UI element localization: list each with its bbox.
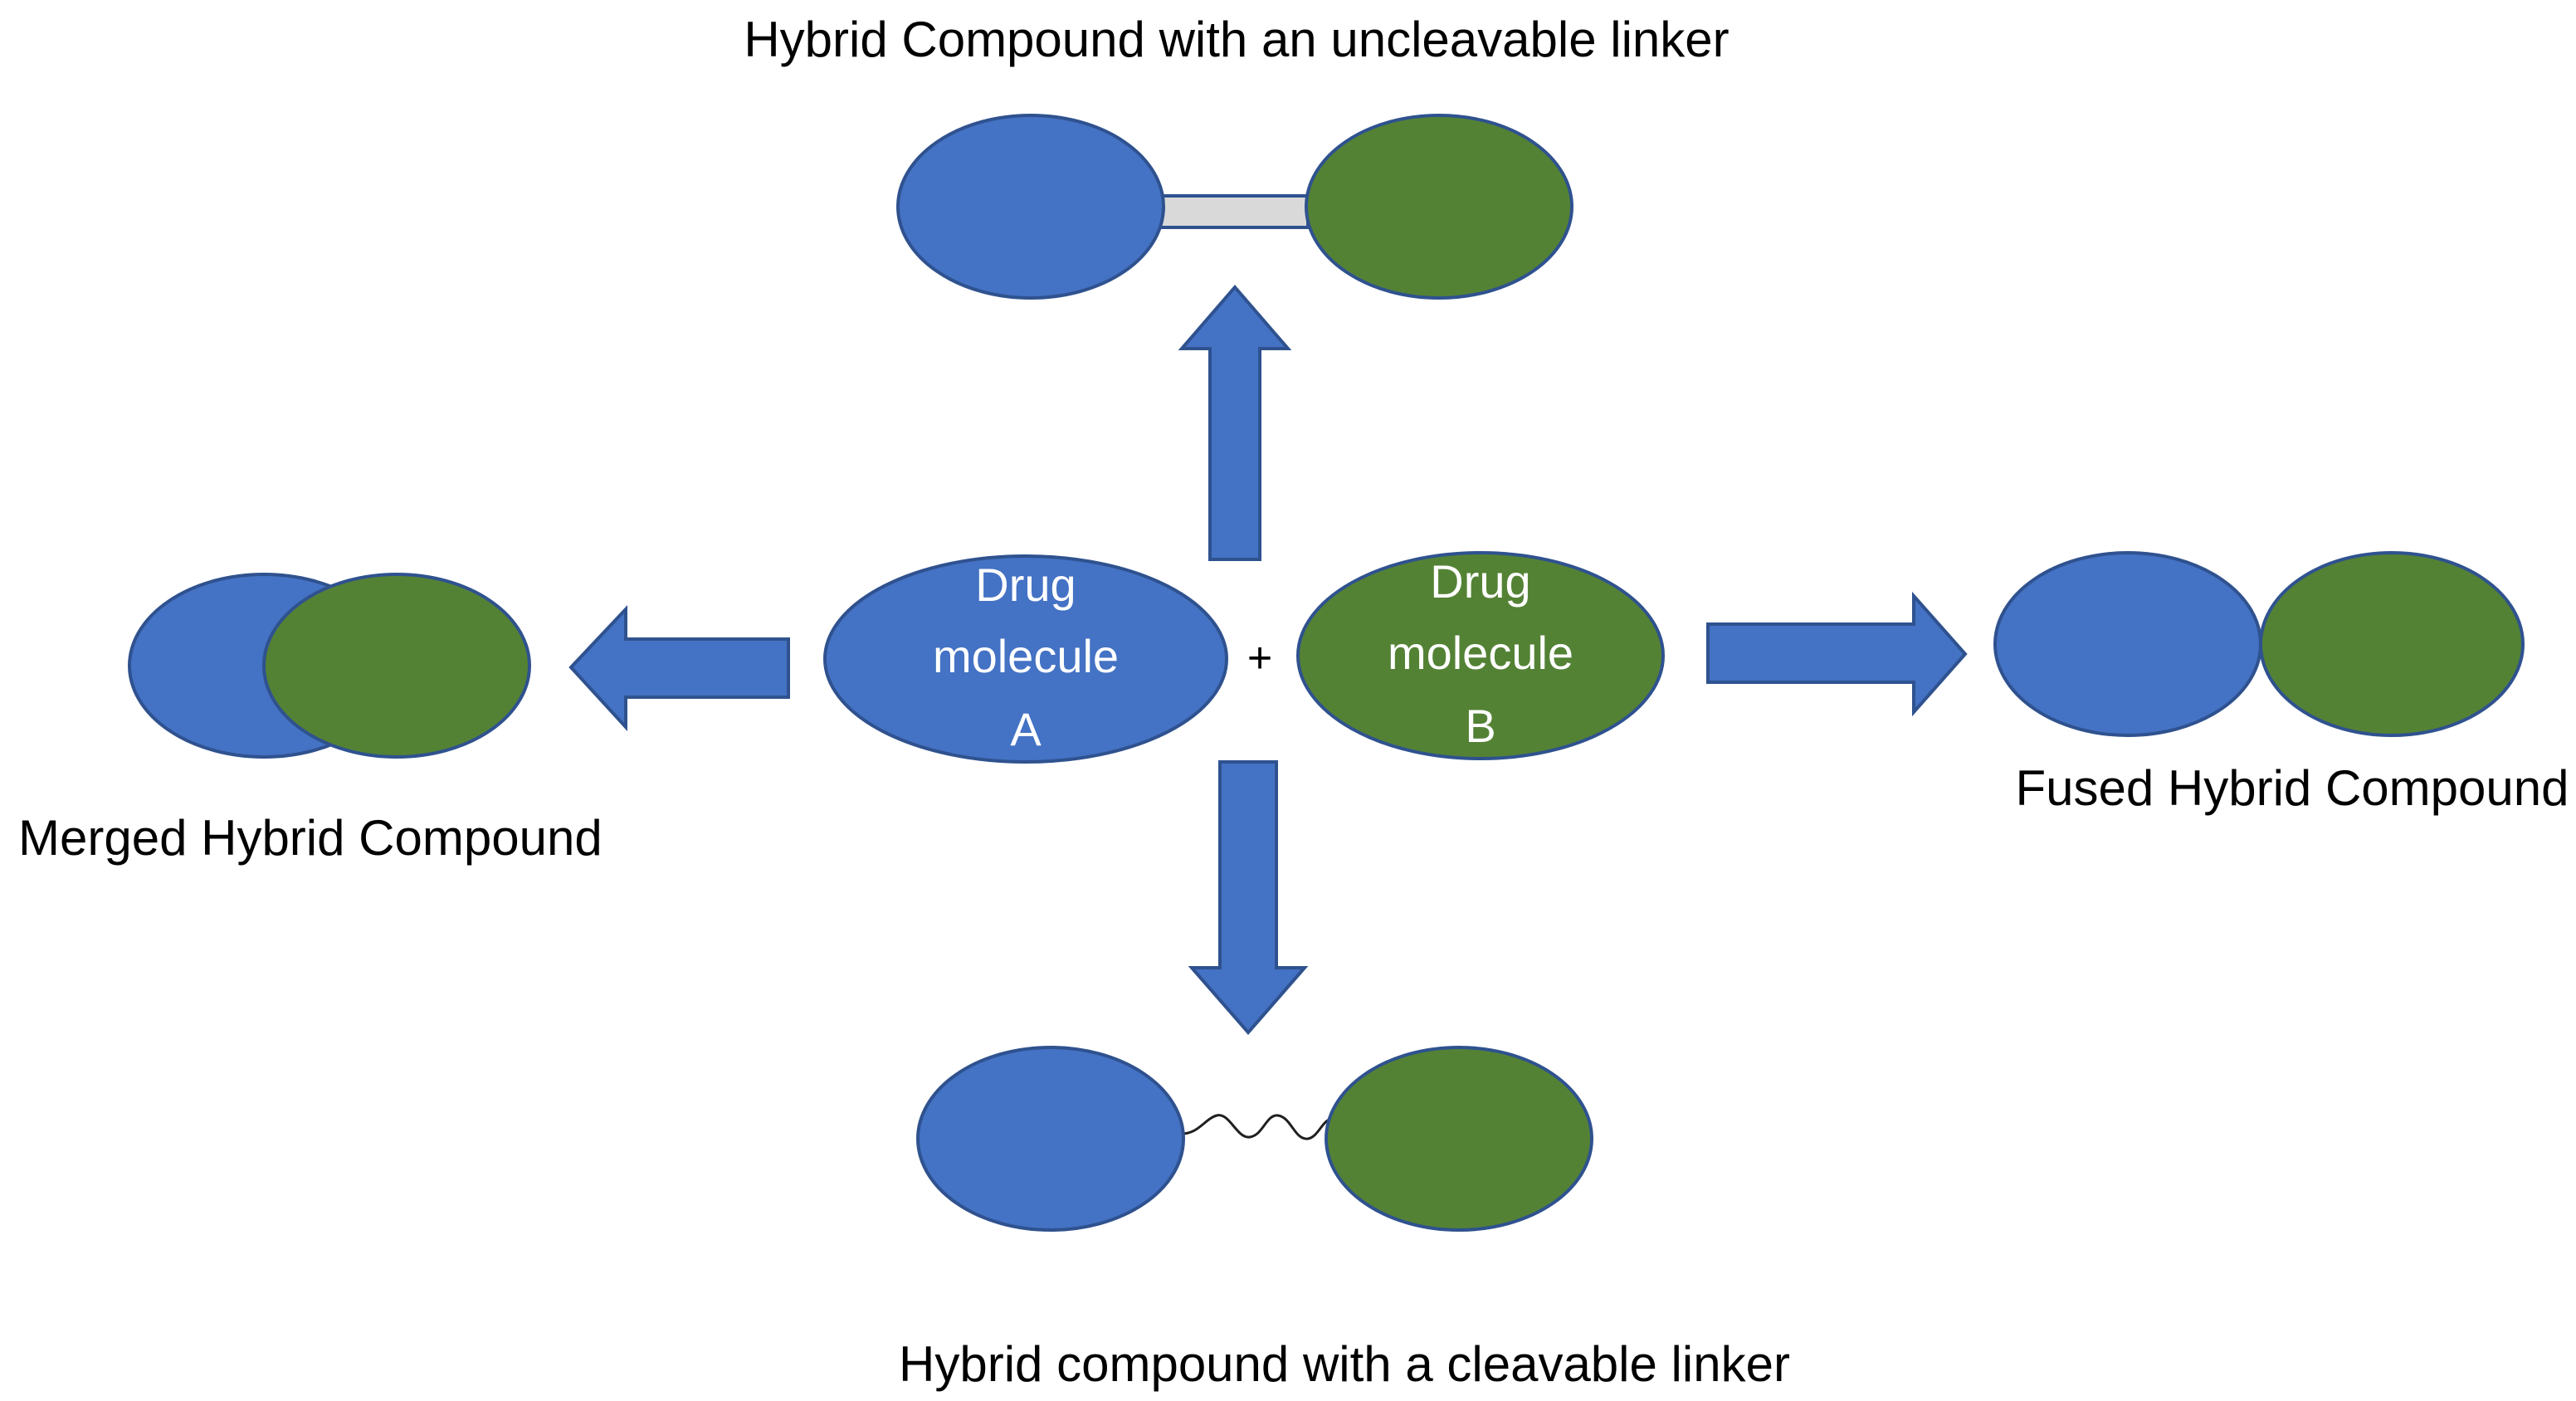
label-merged: Merged Hybrid Compound (18, 810, 603, 866)
drug-a-ellipse (823, 554, 1228, 764)
plus-sign: + (1247, 634, 1272, 682)
top-drug-a-ellipse (896, 114, 1165, 300)
uncleavable-linker-compound (896, 114, 1573, 300)
drug-b-line1: Drug (1430, 555, 1530, 608)
label-uncleavable-linker: Hybrid Compound with an uncleavable link… (744, 12, 1729, 67)
fused-compound (1993, 551, 2525, 737)
arrow-left (568, 604, 790, 732)
merged-drug-b-ellipse (262, 573, 531, 759)
bottom-drug-b-ellipse (1325, 1046, 1593, 1232)
drug-a-line2: molecule (933, 630, 1119, 682)
drug-b-line3: B (1465, 700, 1495, 752)
uncleavable-linker-bar (1157, 194, 1310, 229)
fused-drug-b-ellipse (2259, 551, 2525, 737)
cleavable-linker-compound (916, 1046, 1593, 1232)
label-cleavable-linker: Hybrid compound with a cleavable linker (899, 1336, 1790, 1392)
arrow-down (1188, 760, 1309, 1036)
merged-compound (128, 573, 531, 759)
bottom-drug-a-ellipse (916, 1046, 1185, 1232)
drug-molecule-a: Drug molecule A (823, 554, 1228, 764)
drug-molecule-b: Drug molecule B (1296, 551, 1665, 760)
arrow-right (1706, 591, 1968, 717)
cleavable-linker-wave (1181, 1114, 1337, 1140)
fused-drug-a-ellipse (1993, 551, 2262, 737)
drug-b-ellipse (1296, 551, 1665, 760)
arrow-up (1178, 284, 1292, 561)
label-fused: Fused Hybrid Compound (2015, 760, 2569, 816)
drug-a-line1: Drug (975, 559, 1076, 611)
top-drug-b-ellipse (1305, 114, 1573, 300)
drug-a-line3: A (1010, 703, 1042, 755)
drug-b-line2: molecule (1388, 627, 1573, 679)
